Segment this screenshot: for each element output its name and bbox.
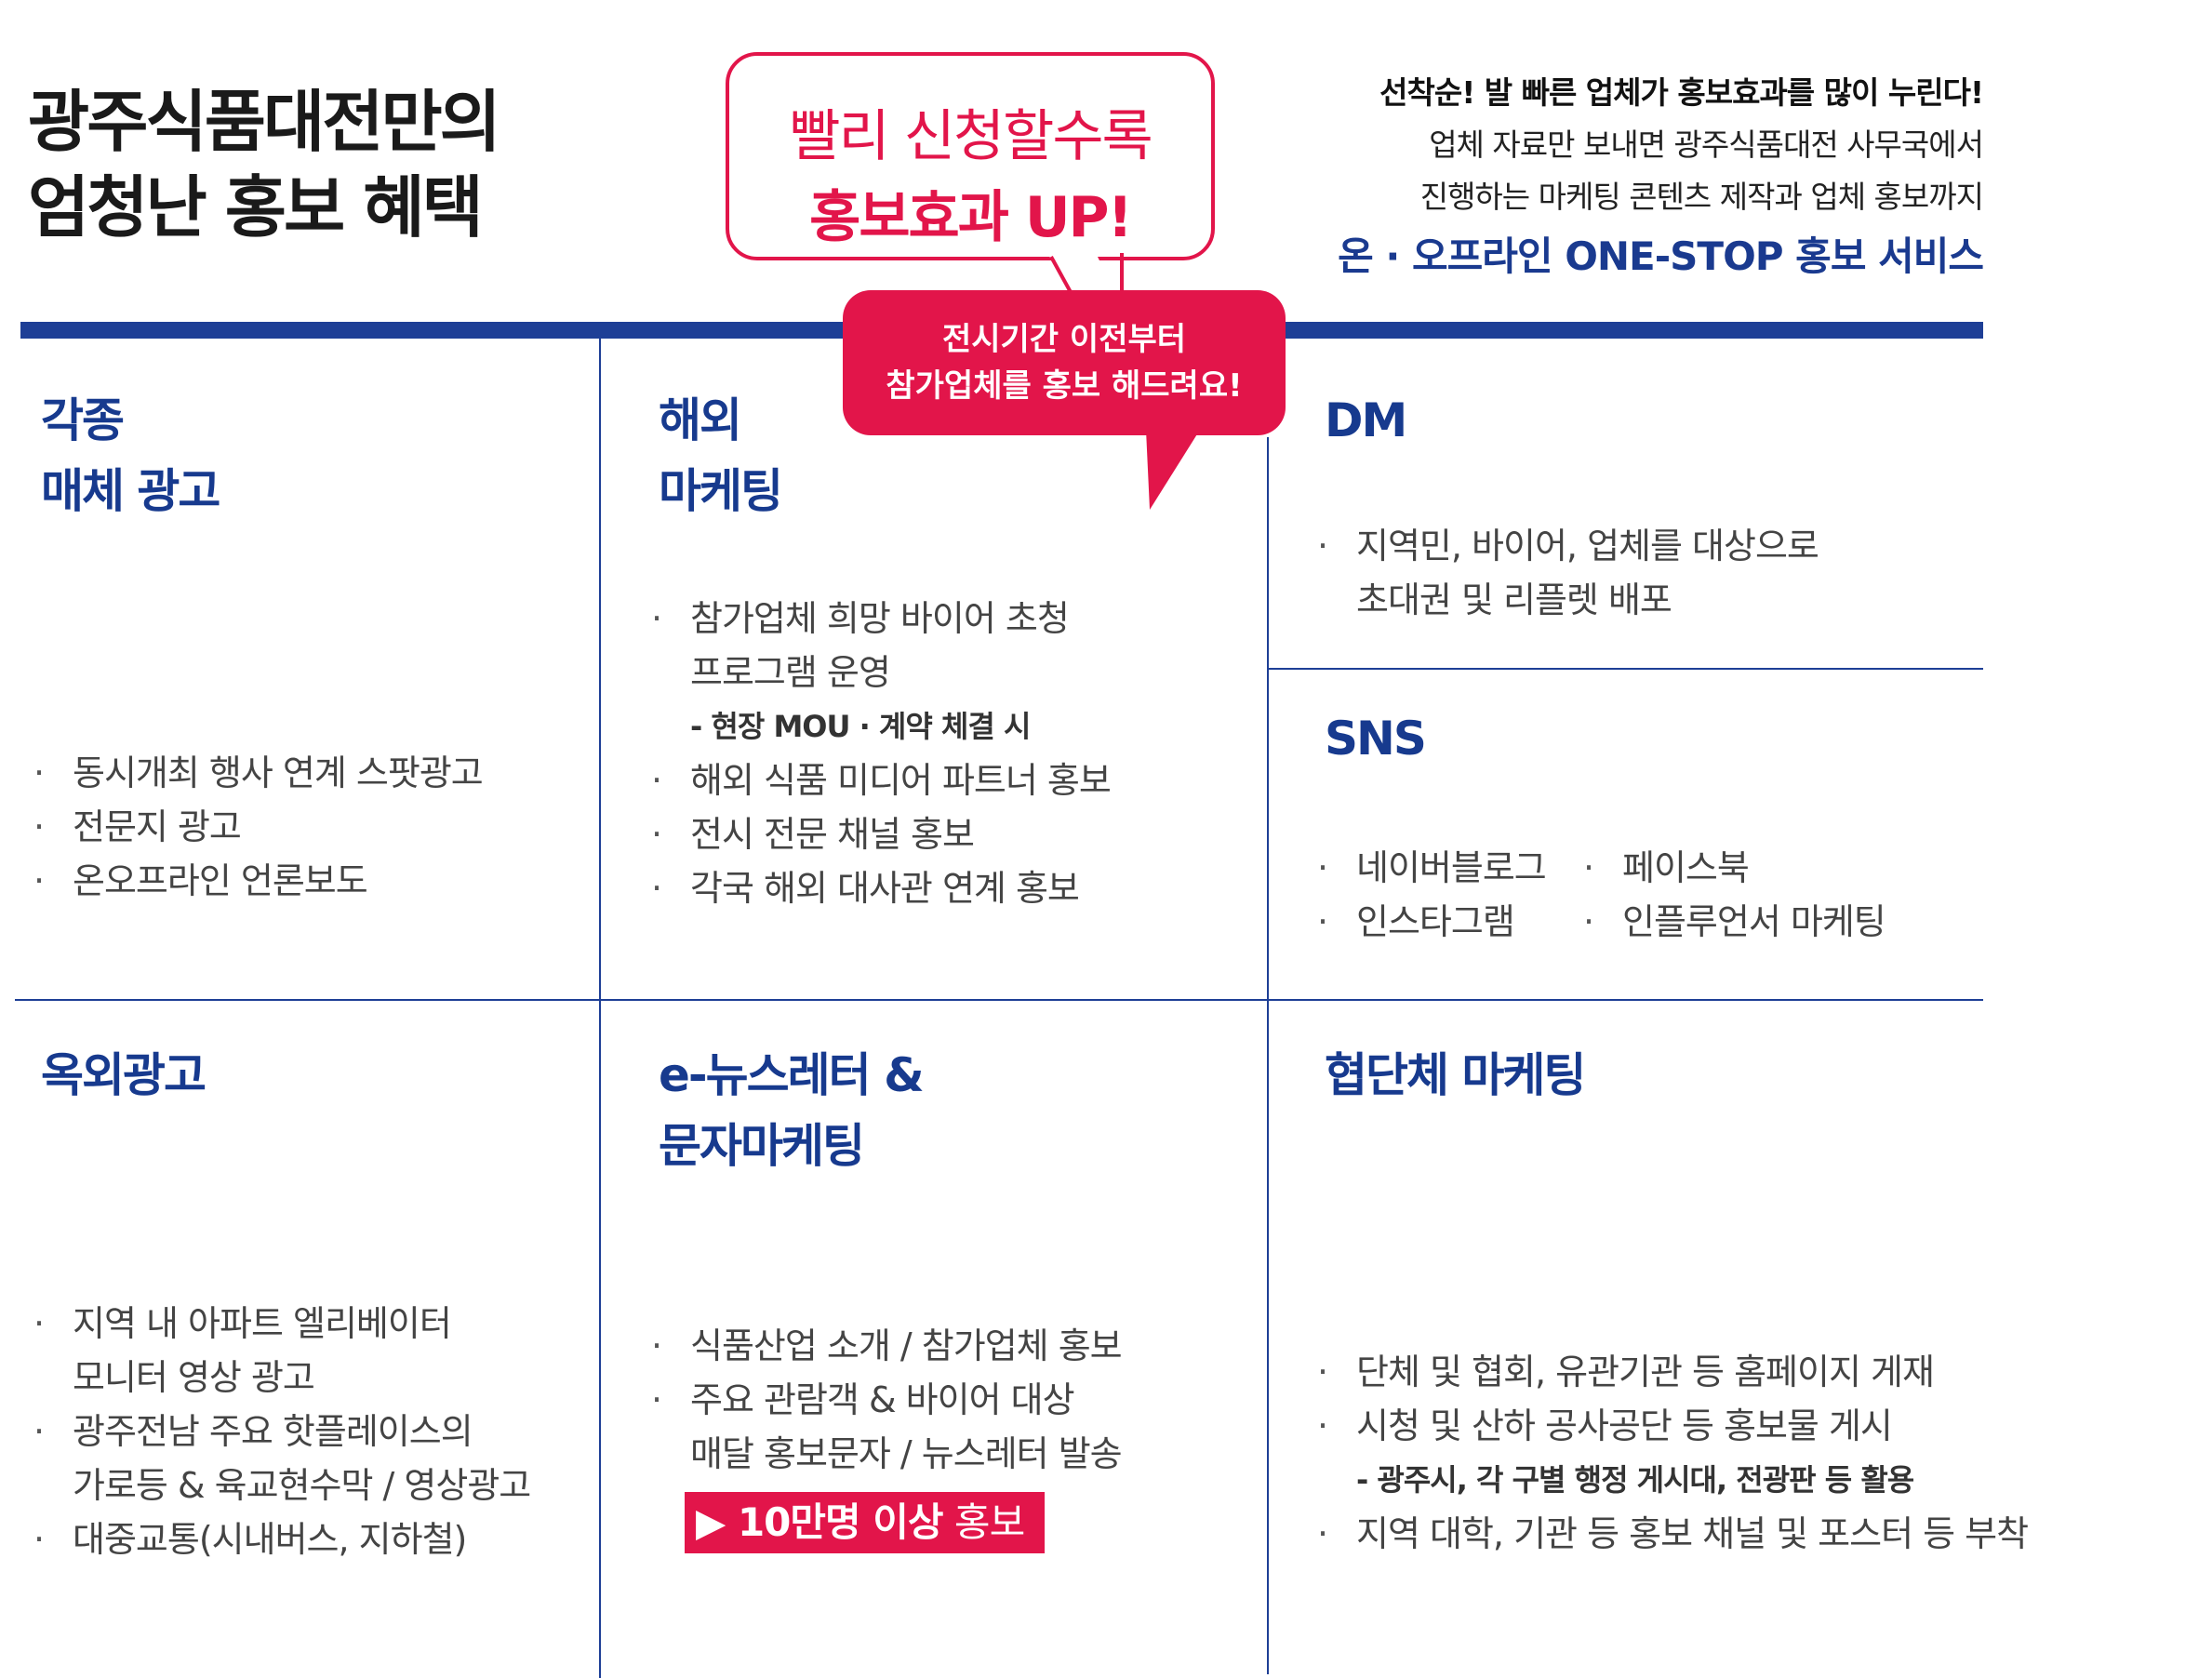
list-item: 식품산업 소개 / 참가업체 홍보	[646, 1319, 1123, 1373]
grid-hline-dm-sns	[1267, 668, 1983, 670]
list-item: 대중교통(시내버스, 지하철)	[28, 1512, 530, 1566]
intro-line-3: 진행하는 마케팅 콘텐츠 제작과 업체 홍보까지	[1419, 179, 1984, 215]
list-item-cont: 가로등 & 육교현수막 / 영상광고	[73, 1465, 531, 1506]
section-newsletter-title: e-뉴스레터 & 문자마케팅	[659, 1040, 925, 1181]
list-item: 참가업체 희망 바이어 초청	[646, 592, 1111, 646]
section-dm-list: 지역민, 바이어, 업체를 대상으로 초대권 및 리플렛 배포	[1312, 519, 1819, 627]
speech-bubble: 빨리 신청할수록 홍보효과 UP!	[726, 52, 1215, 260]
play-arrow-icon: ▶	[696, 1499, 726, 1545]
highlight-rest: 홍보	[942, 1499, 1025, 1545]
tag-tail-icon	[1146, 430, 1200, 510]
list-item: 단체 및 협회, 유관기관 등 홈페이지 게재	[1312, 1345, 2028, 1399]
list-note: - 광주시, 각 구별 행정 게시대, 전광판 등 활용	[1356, 1462, 1914, 1498]
newsletter-title-2: 문자마케팅	[659, 1119, 865, 1173]
section-sns-title: SNS	[1325, 712, 1427, 766]
list-item-cont: 초대권 및 리플렛 배포	[1356, 579, 1672, 620]
bubble-tail-icon	[1049, 253, 1124, 296]
section-dm-title: DM	[1325, 393, 1407, 447]
title-line-2: 엄청난 홍보 혜택	[28, 168, 484, 246]
page-title: 광주식품대전만의 엄청난 홍보 혜택	[28, 79, 501, 250]
section-assoc-list: 단체 및 협회, 유관기관 등 홈페이지 게재 시청 및 산하 공사공단 등 홍…	[1312, 1345, 2029, 1561]
reach-highlight-badge: ▶ 10만명 이상 홍보	[685, 1492, 1046, 1553]
grid-vline-1	[599, 339, 601, 1678]
section-sns-list-col1: 네이버블로그 인스타그램	[1312, 841, 1547, 949]
list-item: 지역 대학, 기관 등 홍보 채널 및 포스터 등 부착	[1312, 1507, 2029, 1561]
section-outdoor-title: 옥외광고	[41, 1048, 207, 1102]
highlight-bold: 10만명 이상	[737, 1499, 944, 1545]
media-title-2: 매체 광고	[41, 464, 220, 518]
section-newsletter-list: 식품산업 소개 / 참가업체 홍보 주요 관람객 & 바이어 대상 매달 홍보문…	[646, 1319, 1123, 1553]
list-item: 인플루언서 마케팅	[1578, 895, 1886, 949]
list-item: 광주전남 주요 핫플레이스의	[28, 1405, 530, 1458]
tag-line-1: 전시기간 이전부터	[941, 321, 1187, 358]
section-overseas-title: 해외 마케팅	[659, 385, 783, 526]
grid-hline-mid	[15, 999, 1983, 1001]
list-item-cont: 모니터 영상 광고	[73, 1357, 315, 1398]
title-line-1: 광주식품대전만의	[28, 83, 501, 161]
list-item: 전시 전문 채널 홍보	[646, 807, 1111, 861]
intro-blue: 온 · 오프라인 ONE-STOP 홍보 서비스	[1338, 233, 1984, 279]
bubble-line-2: 홍보효과 UP!	[809, 185, 1133, 250]
list-item: 지역민, 바이어, 업체를 대상으로	[1312, 519, 1819, 573]
section-media-list: 동시개최 행사 연계 스팟광고 전문지 광고 온오프라인 언론보도	[28, 746, 484, 908]
overseas-title-1: 해외	[659, 393, 742, 447]
tag-line-2: 참가업체를 홍보 해드려요!	[886, 367, 1243, 405]
list-item: 각국 해외 대사관 연계 홍보	[646, 861, 1111, 915]
media-title-1: 각종	[41, 393, 125, 447]
list-item: 시청 및 산하 공사공단 등 홍보물 게시	[1312, 1399, 2028, 1453]
intro-bold: 선착순! 발 빠른 업체가 홍보효과를 많이 누린다!	[1379, 74, 1984, 111]
list-item: 동시개최 행사 연계 스팟광고	[28, 746, 484, 800]
section-outdoor-list: 지역 내 아파트 엘리베이터 모니터 영상 광고 광주전남 주요 핫플레이스의 …	[28, 1297, 531, 1566]
list-item-cont: 매달 홍보문자 / 뉴스레터 발송	[690, 1433, 1123, 1474]
list-item: 페이스북	[1578, 841, 1886, 895]
intro-line-2: 업체 자료만 보내면 광주식품대전 사무국에서	[1429, 127, 1984, 163]
section-overseas-list: 참가업체 희망 바이어 초청 프로그램 운영 - 현장 MOU · 계약 체결 …	[646, 592, 1112, 915]
section-assoc-title: 협단체 마케팅	[1325, 1048, 1586, 1102]
promo-tag: 전시기간 이전부터 참가업체를 홍보 해드려요!	[843, 290, 1286, 435]
list-item: 전문지 광고	[28, 800, 483, 854]
grid-vline-2	[1267, 437, 1269, 1674]
list-item: 온오프라인 언론보도	[28, 854, 483, 908]
list-item: 주요 관람객 & 바이어 대상	[646, 1373, 1122, 1427]
section-sns-list-col2: 페이스북 인플루언서 마케팅	[1578, 841, 1886, 949]
list-item: 인스타그램	[1312, 895, 1546, 949]
bubble-line-1: 빨리 신청할수록	[789, 104, 1153, 169]
list-item: 해외 식품 미디어 파트너 홍보	[646, 753, 1112, 807]
intro-text: 선착순! 발 빠른 업체가 홍보효과를 많이 누린다! 업체 자료만 보내면 광…	[1338, 67, 1984, 283]
overseas-title-2: 마케팅	[659, 464, 783, 518]
list-item-cont: 프로그램 운영	[690, 652, 891, 693]
list-item: 네이버블로그	[1312, 841, 1547, 895]
newsletter-title-1: e-뉴스레터 &	[659, 1048, 925, 1102]
section-media-title: 각종 매체 광고	[41, 385, 220, 526]
list-item: 지역 내 아파트 엘리베이터	[28, 1297, 530, 1351]
list-note: - 현장 MOU · 계약 체결 시	[690, 709, 1031, 744]
